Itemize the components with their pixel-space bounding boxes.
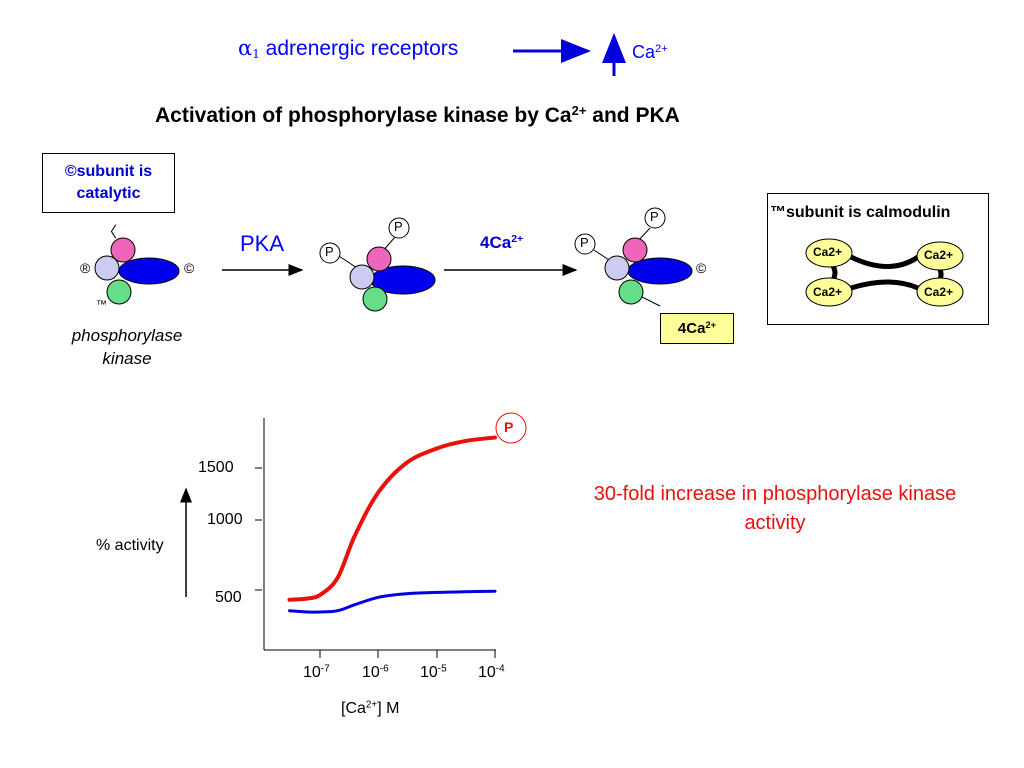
p-marker-label: P — [504, 419, 514, 435]
kinase-complex-activated — [574, 207, 693, 307]
calcium-ion-label: Ca2+ — [924, 248, 954, 262]
ca4-box-charge: 2+ — [705, 319, 717, 330]
kinase-complex-phosphorylated — [319, 217, 436, 312]
curve-layer — [287, 435, 497, 614]
phosphate-circle — [319, 242, 341, 264]
phosphate-circle — [388, 217, 410, 239]
delta-label: © — [184, 260, 195, 276]
x-tick-label: 10-6 — [362, 664, 389, 682]
delta-subunit — [118, 257, 180, 285]
phosphate-label: P — [580, 235, 589, 250]
x-tick-exp: -5 — [437, 663, 447, 675]
y-tick-label: 1500 — [198, 459, 234, 476]
ca-step-charge: 2+ — [511, 233, 524, 246]
x-tick-exp: -7 — [320, 663, 330, 675]
x-tick-exp: -4 — [495, 663, 505, 675]
alpha-label: ™ — [96, 299, 107, 311]
phosphate-label: P — [325, 244, 334, 259]
x-tick-label: 10-7 — [303, 664, 330, 682]
calcium-ion-label: Ca2+ — [813, 245, 843, 259]
title-suffix: and PKA — [586, 104, 680, 127]
alpha-symbol: α — [238, 36, 253, 60]
calcium-step-label: 4Ca2+ — [480, 233, 523, 253]
activity-graph — [180, 412, 527, 658]
phosphorylated-activity-curve — [287, 435, 497, 602]
kinase-complex-left — [94, 237, 180, 305]
x-tick-exp: -6 — [379, 663, 389, 675]
ca-charge: 2+ — [655, 42, 668, 55]
calcium-ion-label: Ca2+ — [924, 285, 954, 299]
x-axis-label: [Ca2+] M — [341, 700, 399, 718]
receptor-heading: α1 adrenergic receptors — [238, 36, 458, 61]
y-tick-label: 1000 — [207, 511, 243, 528]
x-tick-label: 10-4 — [478, 664, 505, 682]
calmodulin-link — [850, 279, 919, 291]
alpha-subunit — [362, 286, 388, 312]
calcium-link — [639, 295, 661, 307]
calmodulin-link — [849, 254, 920, 269]
calmodulin-box — [767, 193, 989, 325]
y-axis-label: % activity — [96, 537, 164, 554]
kinase-label: phosphorylase kinase — [71, 326, 183, 368]
fold-increase-annotation: 30-fold increase in phosphorylase kinase… — [593, 483, 957, 534]
beta-subunit — [349, 264, 375, 290]
calcium-ion — [805, 277, 853, 307]
calcium-ion — [916, 277, 964, 307]
beta-label: ® — [80, 260, 91, 276]
title-text: Activation of phosphorylase kinase by Ca — [155, 104, 572, 127]
x-tick-base: 10 — [362, 664, 380, 681]
gamma-subunit — [366, 246, 392, 272]
ca4-box-text: 4Ca — [677, 320, 706, 337]
pka-label: PKA — [240, 231, 285, 256]
calcium-increase-label: Ca2+ — [632, 42, 668, 63]
x-tick-base: 10 — [478, 664, 496, 681]
phosphate-circle — [574, 233, 596, 255]
alpha-subscript: 1 — [252, 47, 260, 61]
ca-text: Ca — [632, 42, 656, 62]
title-charge: 2+ — [571, 102, 587, 118]
beta-subunit — [604, 255, 630, 281]
x-tick-base: 10 — [420, 664, 438, 681]
x-tick-base: 10 — [303, 664, 321, 681]
phosphate-label: P — [394, 219, 403, 234]
delta-label: © — [696, 260, 707, 276]
x-axis-label-charge: 2+ — [365, 699, 378, 711]
calmodulin-diagram — [805, 238, 964, 307]
calcium-ion-label: Ca2+ — [813, 285, 843, 299]
gamma-subunit — [622, 237, 648, 263]
calmodulin-title: ™subunit is calmodulin — [770, 204, 951, 221]
receptor-text: adrenergic receptors — [259, 37, 459, 60]
calcium-ion — [916, 241, 964, 271]
calcium-ion — [805, 238, 853, 268]
x-tick-label: 10-5 — [420, 664, 447, 682]
phosphate-circle — [644, 207, 666, 229]
p-marker-circle — [495, 412, 527, 444]
catalytic-text: ©subunit is catalytic — [64, 163, 153, 202]
gamma-subunit — [110, 237, 136, 263]
basal-activity-curve — [288, 589, 497, 614]
y-tick-label: 500 — [215, 589, 242, 606]
catalytic-subunit-box: ©subunit is catalytic — [42, 153, 175, 213]
phosphate-label: P — [650, 209, 659, 224]
alpha-subunit — [106, 279, 132, 305]
page-title: Activation of phosphorylase kinase by Ca… — [155, 104, 680, 128]
phospho-link — [338, 255, 358, 269]
beta-subunit — [94, 255, 120, 281]
gamma-marker: 〈 — [102, 224, 118, 241]
x-axis-label-suffix: ] M — [377, 700, 400, 717]
ca-step-text: 4Ca — [480, 233, 512, 252]
bound-calcium-box: 4Ca2+ — [660, 313, 734, 344]
x-axis-label-base: [Ca — [341, 700, 366, 717]
alpha-subunit — [618, 279, 644, 305]
